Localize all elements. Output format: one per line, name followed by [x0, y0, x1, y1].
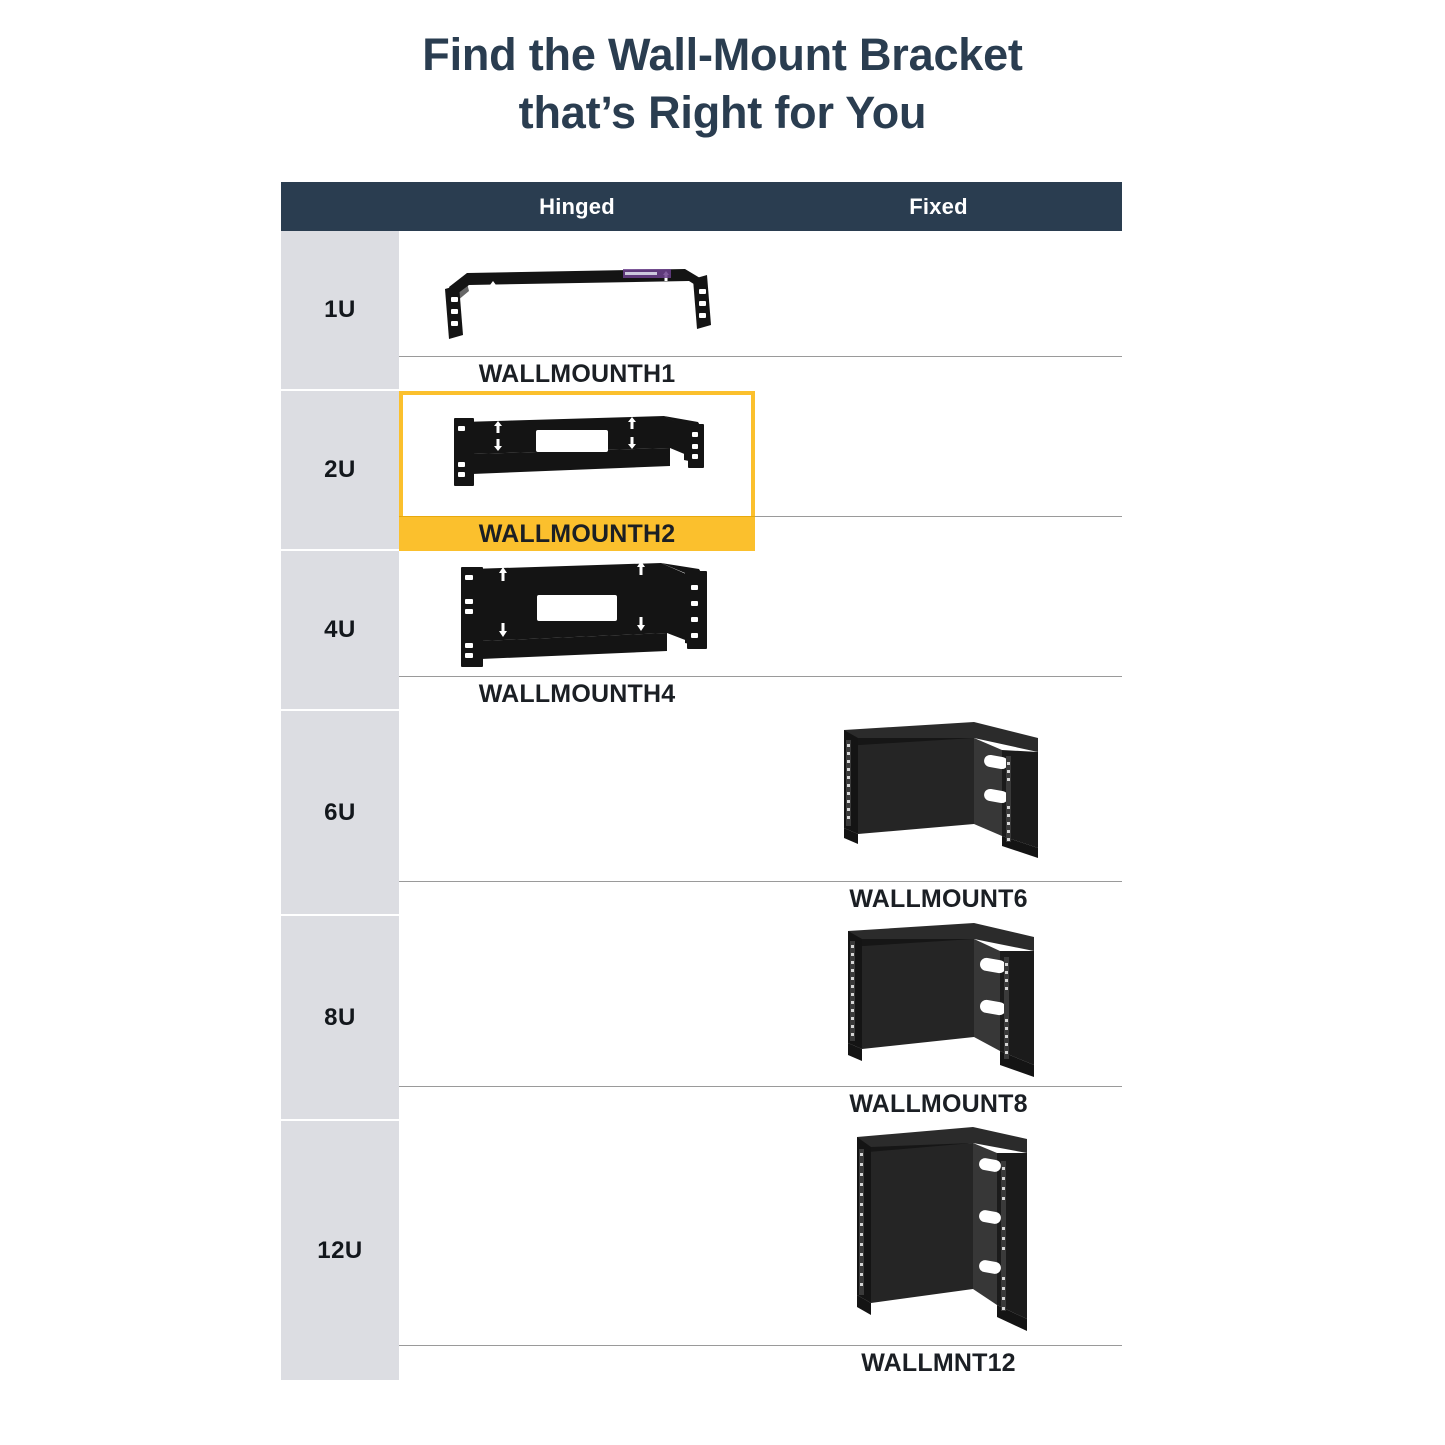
product-name-hinged-2u: WALLMOUNTH2 — [399, 516, 755, 551]
product-cell-hinged-6u — [399, 711, 755, 881]
wall-mount-bracket-2u-hinged-icon — [454, 415, 704, 486]
product-cell-hinged-2u[interactable] — [399, 391, 755, 516]
page-title: Find the Wall-Mount Bracket that’s Right… — [0, 26, 1445, 141]
product-name-fixed-1u — [755, 357, 1122, 391]
product-cell-fixed-12u[interactable] — [755, 1121, 1122, 1345]
product-cell-fixed-6u[interactable] — [755, 711, 1122, 881]
product-label-row-6u: WALLMOUNT6 — [399, 881, 1122, 916]
product-cell-fixed-2u — [755, 391, 1122, 516]
wall-mount-rack-8u-fixed-icon — [848, 922, 1034, 1077]
unit-cell-8u: 8U — [281, 916, 399, 1121]
unit-label-column: 1U 2U 4U 6U 8U 12U — [281, 231, 399, 1380]
product-columns: WALLMOUNTH1 — [399, 231, 1122, 1380]
product-cell-hinged-4u[interactable] — [399, 551, 755, 676]
product-label-row-12u: WALLMNT12 — [399, 1345, 1122, 1380]
product-cell-hinged-12u — [399, 1121, 755, 1345]
page-title-line-2: that’s Right for You — [518, 86, 927, 138]
product-name-fixed-12u: WALLMNT12 — [861, 1348, 1016, 1377]
product-name-fixed-2u — [755, 516, 1122, 551]
wall-mount-bracket-1u-hinged-icon — [445, 268, 711, 339]
table-header-row: Hinged Fixed — [281, 182, 1122, 231]
column-header-fixed: Fixed — [909, 193, 968, 219]
unit-cell-12u: 12U — [281, 1121, 399, 1380]
table-row-8u: WALLMOUNT8 — [399, 916, 1122, 1121]
product-label-row-8u: WALLMOUNT8 — [399, 1086, 1122, 1121]
product-label-row-4u: WALLMOUNTH4 — [399, 676, 1122, 711]
table-row-2u: WALLMOUNTH2 — [399, 391, 1122, 551]
product-cell-fixed-1u — [755, 231, 1122, 356]
product-cell-hinged-8u — [399, 916, 755, 1086]
product-name-hinged-8u — [399, 1087, 755, 1121]
product-comparison-table: Hinged Fixed 1U 2U 4U 6U 8U 12U — [281, 182, 1122, 1380]
product-name-hinged-12u — [399, 1346, 755, 1380]
table-row-12u: WALLMNT12 — [399, 1121, 1122, 1380]
product-name-fixed-6u: WALLMOUNT6 — [849, 884, 1028, 913]
product-label-row-1u: WALLMOUNTH1 — [399, 356, 1122, 391]
product-cell-fixed-4u — [755, 551, 1122, 676]
table-row-4u: WALLMOUNTH4 — [399, 551, 1122, 711]
product-name-fixed-4u — [755, 677, 1122, 711]
product-name-hinged-4u: WALLMOUNTH4 — [478, 679, 676, 708]
product-name-hinged-1u: WALLMOUNTH1 — [478, 359, 676, 388]
product-cell-hinged-1u[interactable] — [399, 231, 755, 356]
column-header-hinged: Hinged — [539, 193, 615, 219]
product-name-hinged-6u — [399, 882, 755, 916]
wall-mount-rack-12u-fixed-icon — [857, 1127, 1027, 1331]
product-label-row-2u: WALLMOUNTH2 — [399, 516, 1122, 551]
table-header-unit-spacer — [281, 182, 399, 231]
wall-mount-rack-6u-fixed-icon — [843, 722, 1038, 858]
wall-mount-bracket-4u-hinged-icon — [461, 560, 707, 667]
page-title-line-1: Find the Wall-Mount Bracket — [422, 29, 1023, 80]
product-cell-fixed-8u[interactable] — [755, 916, 1122, 1086]
product-name-fixed-8u: WALLMOUNT8 — [849, 1089, 1028, 1118]
unit-cell-6u: 6U — [281, 711, 399, 916]
table-row-6u: WALLMOUNT6 — [399, 711, 1122, 916]
table-row-1u: WALLMOUNTH1 — [399, 231, 1122, 391]
unit-cell-4u: 4U — [281, 551, 399, 711]
table-body: 1U 2U 4U 6U 8U 12U — [281, 231, 1122, 1380]
unit-cell-2u: 2U — [281, 391, 399, 551]
unit-cell-1u: 1U — [281, 231, 399, 391]
